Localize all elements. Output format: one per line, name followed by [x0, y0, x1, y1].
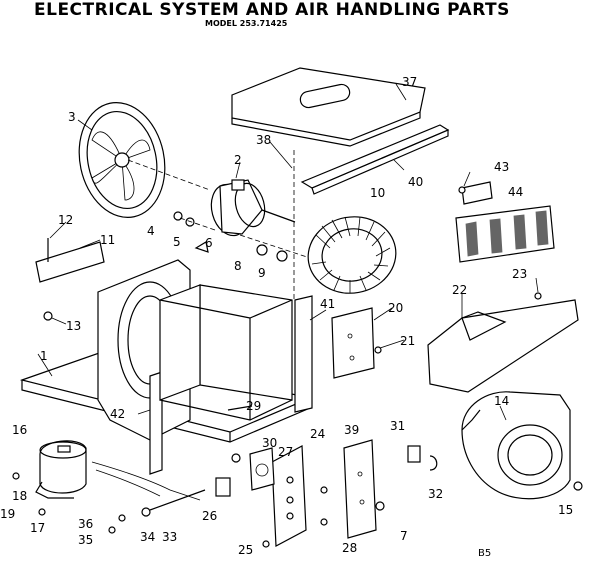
label-40: 40 [408, 175, 423, 189]
label-43: 43 [494, 160, 509, 174]
label-6: 6 [205, 236, 213, 250]
label-15: 15 [558, 503, 573, 517]
control-plate [331, 307, 382, 379]
label-30: 30 [262, 436, 277, 450]
motor-clip [194, 241, 209, 253]
label-21: 21 [400, 334, 415, 348]
label-27: 27 [278, 445, 293, 459]
top-cover-plate [231, 67, 426, 300]
diagram-title: ELECTRICAL SYSTEM AND AIR HANDLING PARTS [34, 0, 510, 20]
wiring-harness [91, 461, 201, 501]
label-37: 37 [402, 75, 417, 89]
label-1: 1 [40, 349, 48, 363]
model-number: MODEL 253.71425 [205, 19, 288, 28]
label-14: 14 [494, 394, 509, 408]
wire-29 [227, 405, 253, 411]
label-42: 42 [110, 407, 125, 421]
label-3: 3 [68, 110, 76, 124]
relay-31-32 [407, 445, 438, 471]
label-9: 9 [258, 266, 266, 280]
switch-bracket [35, 238, 105, 283]
label-24: 24 [310, 427, 325, 441]
label-23: 23 [512, 267, 527, 281]
leader-lines [37, 83, 539, 421]
label-2: 2 [234, 153, 242, 167]
label-31: 31 [390, 419, 405, 433]
label-12: 12 [58, 213, 73, 227]
center-chassis [159, 284, 293, 421]
footer-code: B5 [478, 548, 491, 559]
label-18: 18 [12, 489, 27, 503]
label-32: 32 [428, 487, 443, 501]
label-13: 13 [66, 319, 81, 333]
control-panel [231, 445, 328, 548]
capacitor [35, 440, 87, 499]
motor-bushings [239, 234, 311, 262]
blower-mount-plate [427, 292, 579, 393]
label-41: 41 [320, 297, 335, 311]
nut-washer-left [173, 211, 216, 231]
blower-wheel [307, 216, 397, 294]
label-25: 25 [238, 543, 253, 557]
divider-panel [294, 295, 313, 413]
air-filter [455, 181, 555, 263]
part-labels: 1 2 3 4 5 6 7 8 9 10 11 12 13 14 15 16 1… [0, 75, 573, 559]
label-17: 17 [30, 521, 45, 535]
blower-scroll-housing [461, 391, 571, 500]
label-39: 39 [344, 423, 359, 437]
label-10: 10 [370, 186, 385, 200]
label-44: 44 [508, 185, 523, 199]
label-28: 28 [342, 541, 357, 555]
label-19: 19 [0, 507, 15, 521]
label-4: 4 [147, 224, 155, 238]
label-36: 36 [78, 517, 93, 531]
label-34: 34 [140, 530, 155, 544]
label-35: 35 [78, 533, 93, 547]
label-7: 7 [400, 529, 408, 543]
label-16: 16 [12, 423, 27, 437]
screw-15 [573, 481, 583, 491]
front-plate [343, 439, 385, 539]
capacitor-screws [12, 472, 46, 516]
motor [210, 179, 296, 237]
label-29: 29 [246, 399, 261, 413]
label-11: 11 [100, 233, 115, 247]
label-5: 5 [173, 235, 181, 249]
screw-13 [43, 311, 53, 321]
label-20: 20 [388, 301, 403, 315]
label-22: 22 [452, 283, 467, 297]
label-33: 33 [162, 530, 177, 544]
angle-strip [300, 124, 450, 195]
fan-blade-wheel [78, 101, 211, 219]
label-26: 26 [202, 509, 217, 523]
label-38: 38 [256, 133, 271, 147]
mounting-hardware [108, 489, 206, 534]
switch-26 [215, 477, 231, 497]
label-8: 8 [234, 259, 242, 273]
shroud-strip [149, 371, 163, 475]
